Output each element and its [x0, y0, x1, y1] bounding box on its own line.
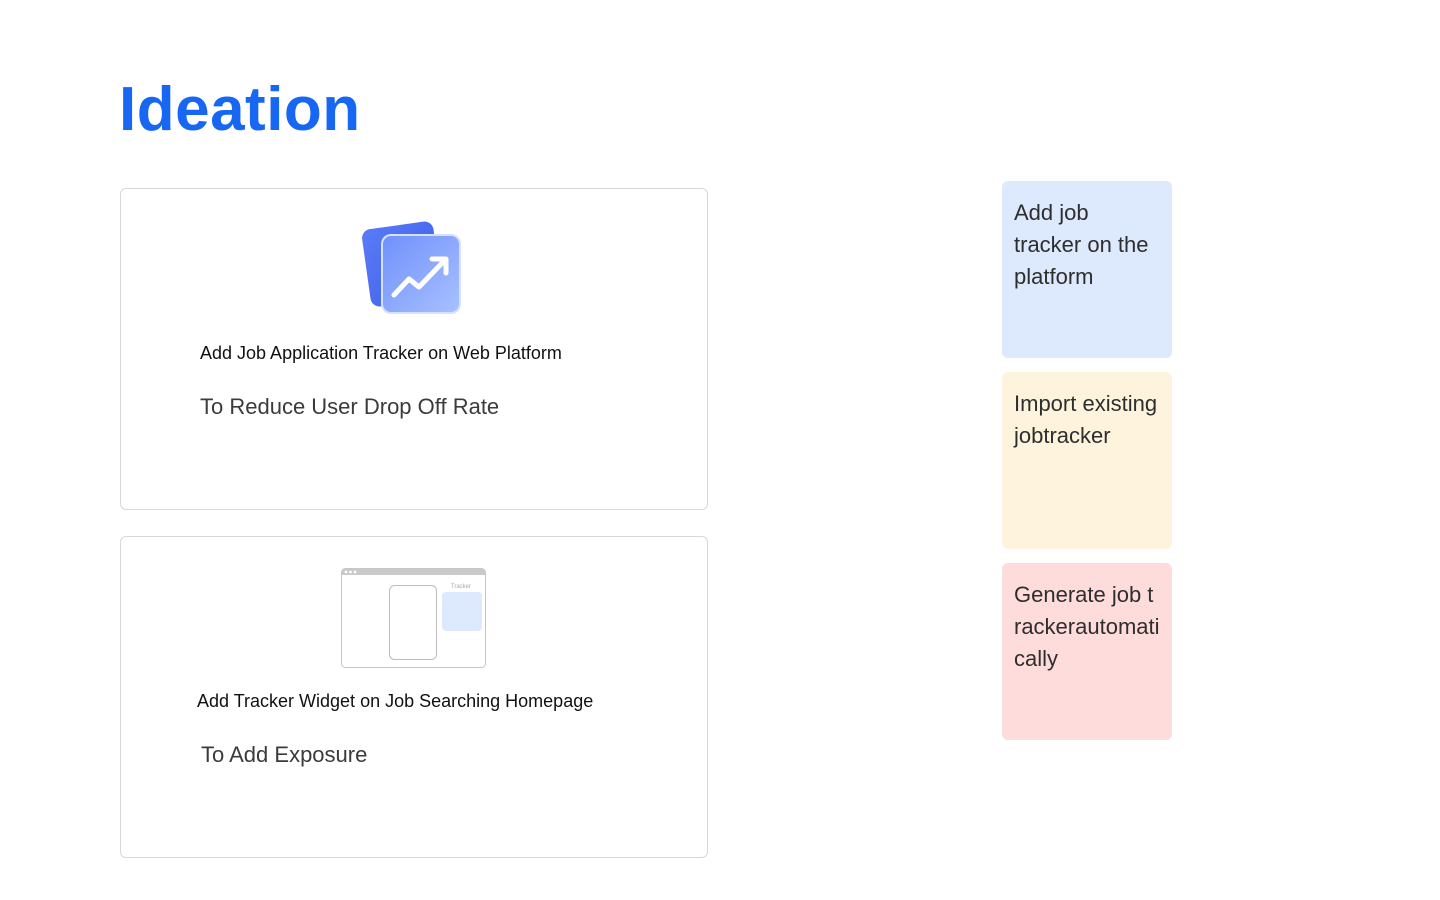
idea-goal: To Reduce User Drop Off Rate: [200, 394, 500, 419]
window-dot: [353, 570, 357, 574]
idea-title: Add Job Application Tracker on Web Platf…: [200, 343, 562, 363]
sticky-note[interactable]: Add job tracker on the platform: [1002, 181, 1172, 358]
widget-label: Tracker: [451, 584, 471, 590]
sticky-note[interactable]: Generate job trackerautomatically: [1002, 563, 1172, 740]
sticky-note[interactable]: Import existing jobtracker: [1002, 372, 1172, 549]
idea-title: Add Tracker Widget on Job Searching Home…: [197, 691, 594, 711]
idea-goal: To Add Exposure: [201, 742, 368, 767]
window-dot: [349, 570, 352, 574]
page-title: Ideation: [119, 75, 361, 144]
idea-card: Add Job Application Tracker on Web Platf…: [120, 188, 708, 510]
trend-chart-icon: [362, 221, 461, 314]
window-dot: [344, 570, 348, 574]
idea-card: Tracker Add Tracker Widget on Job Search…: [120, 536, 708, 858]
browser-widget-wireframe: Tracker: [341, 568, 486, 668]
